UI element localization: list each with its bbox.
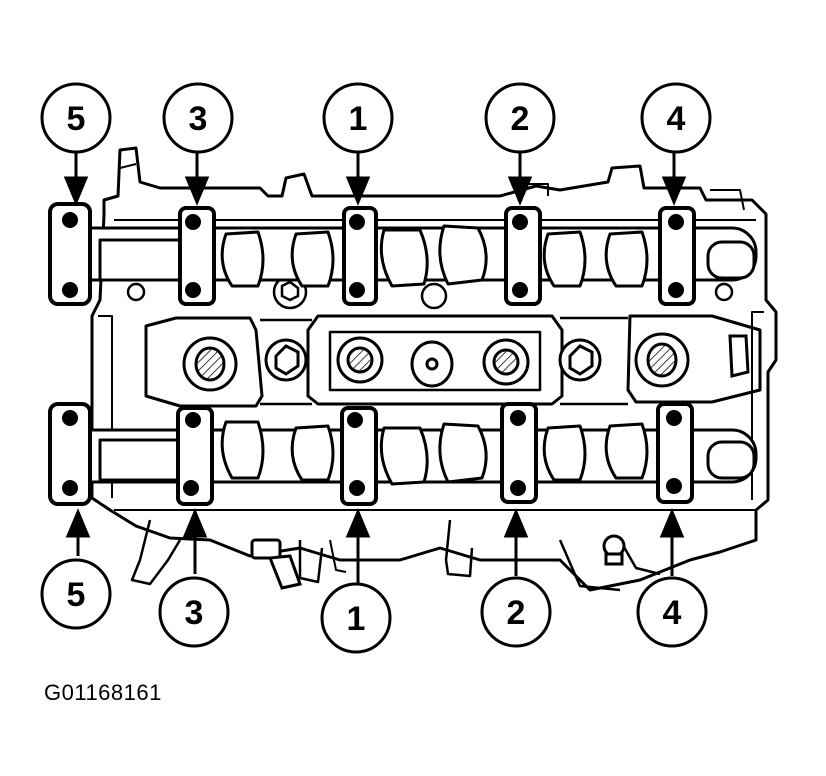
callout-circles-bottom: 5 3 1 2 4 xyxy=(40,558,708,654)
callout-label: 2 xyxy=(507,594,526,632)
callout-label: 4 xyxy=(663,594,682,632)
callout-top-5: 5 xyxy=(40,82,112,154)
torx-bolt xyxy=(126,274,734,310)
figure-id-label: G01168161 xyxy=(44,680,162,705)
callout-label: 3 xyxy=(185,594,204,632)
callout-top-3: 3 xyxy=(162,82,234,154)
callout-label: 1 xyxy=(349,100,368,138)
callout-top-4: 4 xyxy=(640,82,712,154)
cap-top-2 xyxy=(504,206,542,306)
callout-top-2: 2 xyxy=(484,82,556,154)
cap-bottom-1 xyxy=(340,406,378,506)
callout-circles-top: 5 3 1 2 4 xyxy=(40,82,712,154)
cap-top-1 xyxy=(342,206,378,306)
callout-top-1: 1 xyxy=(322,82,394,154)
cap-bottom-3 xyxy=(176,406,214,506)
callout-bottom-4: 4 xyxy=(636,576,708,648)
bearing-caps-upper xyxy=(48,202,696,306)
callout-arrows xyxy=(63,152,687,584)
bearing-caps-lower xyxy=(48,402,694,506)
callout-label: 2 xyxy=(511,100,530,138)
exhaust-camshaft xyxy=(58,420,758,486)
callout-label: 5 xyxy=(67,100,86,138)
cap-top-4 xyxy=(658,206,696,306)
cap-bottom-5 xyxy=(48,402,92,506)
callout-label: 5 xyxy=(67,576,86,614)
callout-label: 3 xyxy=(189,100,208,138)
center-plate-area xyxy=(144,314,762,408)
callout-bottom-1: 1 xyxy=(320,582,392,654)
cap-bottom-4 xyxy=(656,402,694,504)
cap-top-5 xyxy=(48,202,92,306)
lower-fittings xyxy=(250,534,626,590)
callout-bottom-3: 3 xyxy=(158,576,230,648)
cap-top-3 xyxy=(178,206,216,306)
callout-label: 1 xyxy=(347,600,366,638)
callout-bottom-5: 5 xyxy=(40,558,112,630)
spark-plug-wells xyxy=(182,332,750,392)
cap-bottom-2 xyxy=(500,402,538,504)
intake-camshaft xyxy=(58,224,758,288)
callout-bottom-2: 2 xyxy=(480,576,552,648)
callout-label: 4 xyxy=(667,100,686,138)
